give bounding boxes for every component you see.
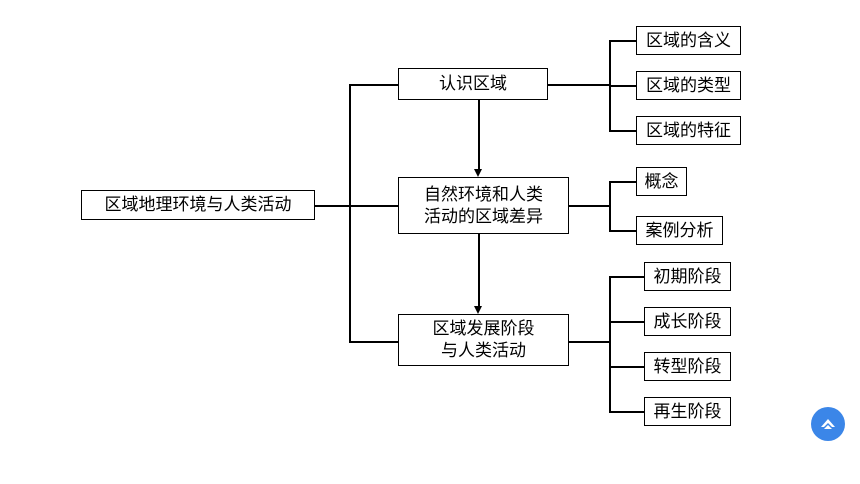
leaf-growth-stage: 成长阶段	[644, 307, 731, 336]
leaf-label: 初期阶段	[653, 266, 722, 287]
level1-node-label-line: 与人类活动	[441, 341, 526, 361]
connector	[609, 181, 611, 231]
leaf-label: 再生阶段	[653, 401, 722, 422]
leaf-label: 区域的含义	[646, 30, 731, 51]
connector	[609, 181, 636, 183]
level1-node-regional-differences: 自然环境和人类 活动的区域差异	[398, 177, 569, 234]
leaf-label: 概念	[644, 171, 679, 192]
leaf-label: 成长阶段	[653, 311, 722, 332]
root-node: 区域地理环境与人类活动	[81, 190, 315, 220]
connector	[609, 276, 611, 412]
arrow-line	[478, 100, 480, 170]
level1-node-label-line: 自然环境和人类	[424, 184, 543, 205]
arrow-line	[478, 234, 480, 307]
level1-node-label-line: 活动的区域差异	[424, 206, 543, 227]
connector	[569, 205, 610, 207]
level1-node-recognize-region: 认识区域	[398, 68, 548, 100]
connector	[609, 276, 644, 278]
level1-node-label-line: 区域发展阶段	[432, 319, 535, 339]
arrow-down-icon	[474, 306, 482, 314]
leaf-label: 案例分析	[645, 220, 714, 241]
chevron-up-icon	[821, 419, 835, 429]
connector	[609, 40, 636, 42]
connector	[609, 130, 636, 132]
leaf-label: 区域的类型	[646, 75, 731, 96]
leaf-transition-stage: 转型阶段	[644, 352, 731, 381]
connector	[569, 341, 610, 343]
leaf-region-features: 区域的特征	[636, 116, 741, 145]
leaf-label: 转型阶段	[653, 356, 722, 377]
leaf-label: 区域的特征	[646, 120, 731, 141]
connector	[609, 230, 636, 232]
connector	[548, 84, 610, 86]
connector	[609, 411, 644, 413]
connector	[349, 205, 399, 207]
connector	[349, 341, 399, 343]
leaf-region-meaning: 区域的含义	[636, 26, 741, 55]
leaf-concept: 概念	[636, 167, 687, 196]
leaf-initial-stage: 初期阶段	[644, 262, 731, 291]
connector	[349, 84, 398, 86]
root-node-label: 区域地理环境与人类活动	[104, 195, 292, 215]
scroll-to-top-button[interactable]	[811, 407, 845, 441]
connector	[609, 321, 644, 323]
connector	[609, 85, 636, 87]
connector	[315, 205, 350, 207]
connector	[609, 366, 644, 368]
leaf-regeneration-stage: 再生阶段	[644, 397, 731, 426]
connector	[349, 84, 351, 342]
level1-node-label: 认识区域	[439, 74, 507, 94]
leaf-region-type: 区域的类型	[636, 71, 741, 100]
arrow-down-icon	[474, 169, 482, 177]
level1-node-development-stages: 区域发展阶段 与人类活动	[398, 314, 569, 366]
leaf-case-analysis: 案例分析	[636, 216, 723, 245]
